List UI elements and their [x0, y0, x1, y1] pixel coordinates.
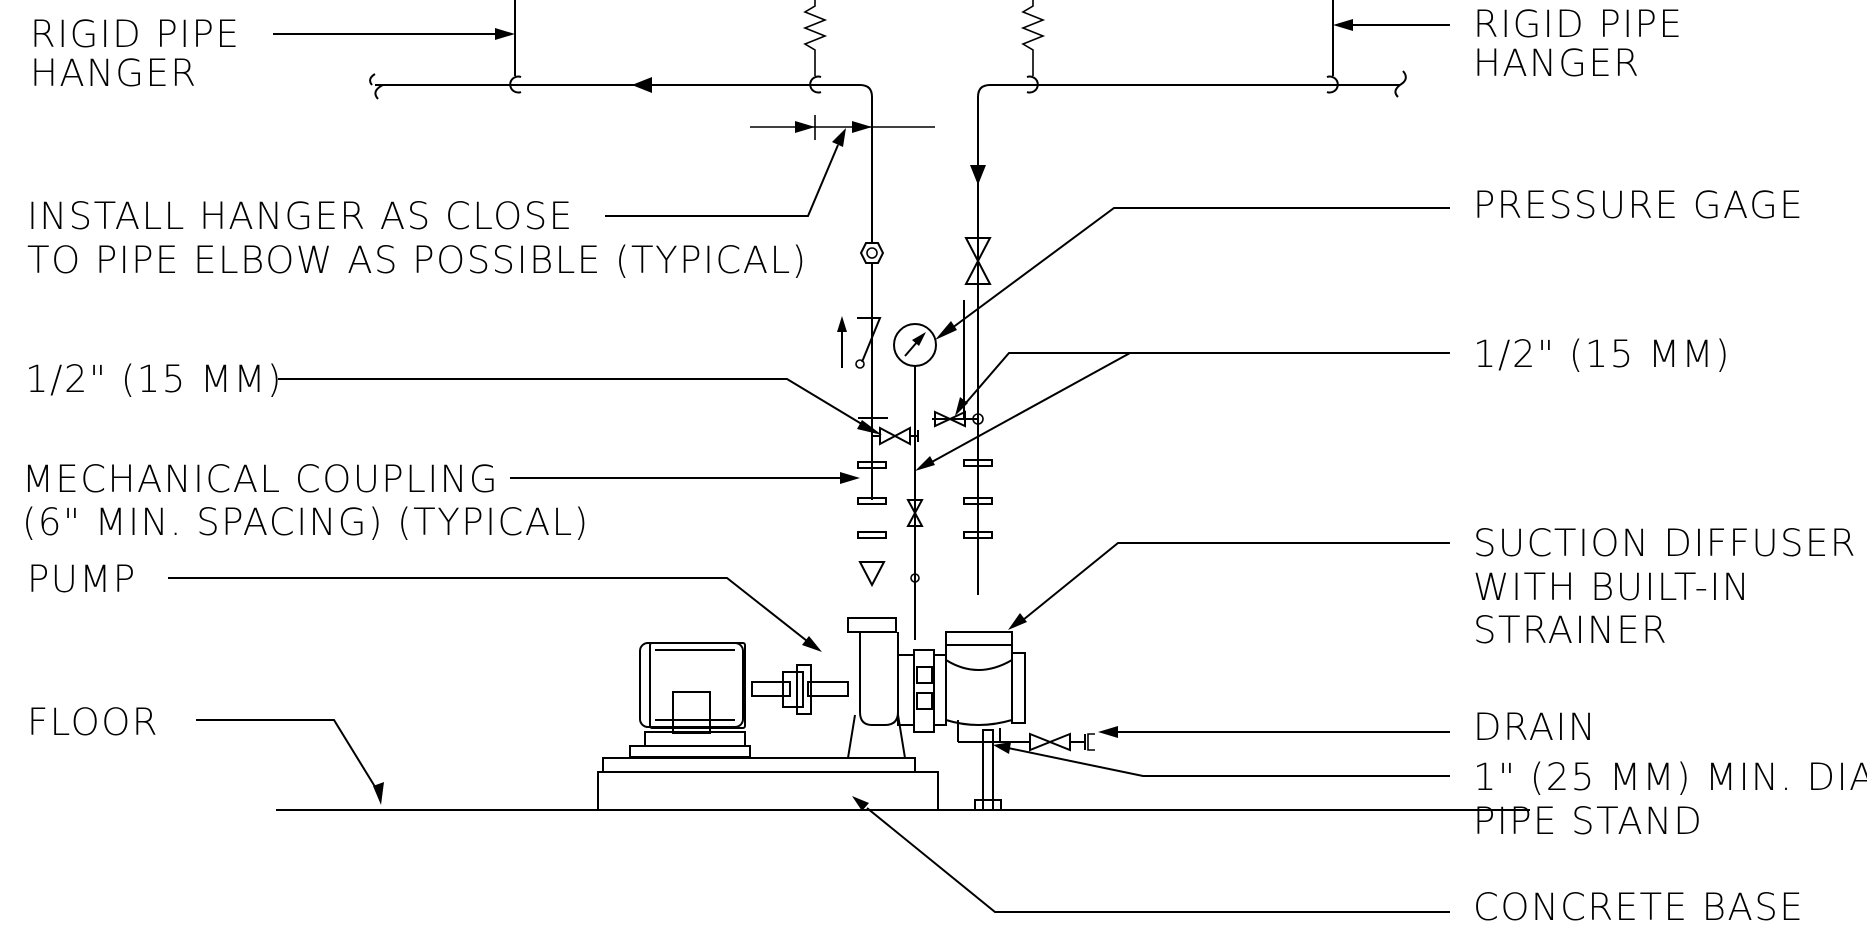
leader-drain	[1098, 726, 1450, 738]
leader-half-inch-right	[915, 352, 1450, 471]
label-install-hanger-line2: TO PIPE ELBOW AS POSSIBLE (TYPICAL)	[27, 239, 808, 282]
leader-mech-coupling	[510, 472, 860, 484]
label-rigid-hanger-left-line2: HANGER	[30, 52, 198, 95]
rigid-hanger-right	[1326, 0, 1339, 94]
motor	[629, 642, 849, 758]
leader-rigid-hanger-right	[1333, 19, 1450, 31]
leader-pressure-gage	[935, 207, 1450, 340]
leader-rigid-hanger-left	[273, 28, 515, 40]
spring-hanger-left	[802, 0, 828, 94]
label-concrete-base: CONCRETE BASE	[1473, 886, 1804, 929]
suction-line-components	[932, 237, 993, 539]
discharge-header-pipe	[369, 73, 873, 500]
flow-arrow-down	[970, 165, 986, 185]
spring-hanger-right	[1020, 0, 1046, 94]
hanger-dimension-marks	[750, 115, 935, 140]
label-rigid-hanger-right-line1: RIGID PIPE	[1473, 3, 1683, 46]
drain-valve	[993, 732, 1095, 752]
leader-suction-diffuser	[1008, 542, 1450, 630]
label-suction-diffuser-line3: STRAINER	[1473, 609, 1668, 652]
label-mech-coupling-line1: MECHANICAL COUPLING	[22, 458, 499, 501]
label-rigid-hanger-right-line2: HANGER	[1473, 42, 1641, 85]
leader-floor	[196, 719, 384, 805]
label-pipe-stand-line1: 1" (25 MM) MIN. DIA.	[1473, 756, 1867, 799]
leader-pump	[168, 577, 822, 652]
label-suction-diffuser-line1: SUCTION DIFFUSER	[1473, 522, 1857, 565]
label-pipe-stand-line2: PIPE STAND	[1473, 800, 1703, 843]
label-mech-coupling-line2: (6" MIN. SPACING) (TYPICAL)	[22, 501, 590, 544]
suction-diffuser	[945, 631, 1026, 743]
discharge-line-components	[837, 242, 919, 588]
label-rigid-hanger-left-line1: RIGID PIPE	[30, 13, 240, 56]
leader-half-inch-left	[278, 378, 882, 435]
concrete-base	[597, 771, 939, 811]
rigid-hanger-left	[509, 0, 522, 94]
flow-arrow-left	[632, 77, 652, 93]
leader-concrete-base	[852, 796, 1450, 913]
label-suction-diffuser-line2: WITH BUILT-IN	[1473, 566, 1751, 609]
leader-install-hanger	[605, 128, 846, 217]
pressure-gage	[893, 323, 937, 640]
label-install-hanger-line1: INSTALL HANGER AS CLOSE	[27, 195, 574, 238]
label-half-inch-right: 1/2" (15 MM)	[1473, 333, 1731, 376]
label-floor: FLOOR	[27, 701, 159, 744]
label-pump: PUMP	[27, 558, 137, 601]
label-pressure-gage: PRESSURE GAGE	[1473, 184, 1804, 227]
label-half-inch-left: 1/2" (15 MM)	[25, 358, 283, 401]
suction-header-pipe	[970, 70, 1407, 595]
label-drain: DRAIN	[1473, 706, 1597, 749]
leader-pipe-stand	[993, 742, 1450, 777]
